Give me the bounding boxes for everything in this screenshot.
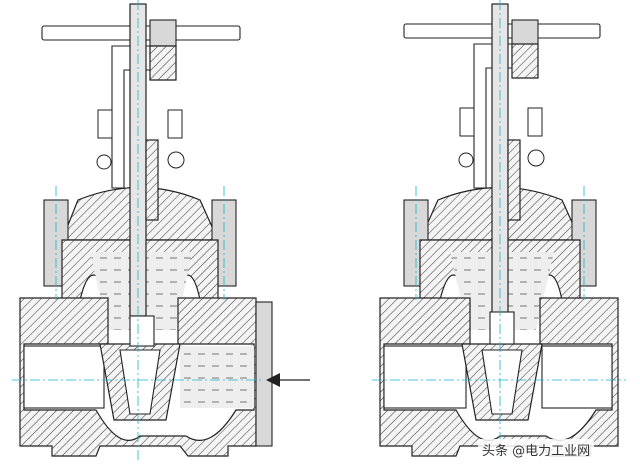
left-outlet-flange — [255, 301, 273, 447]
left-packing — [145, 139, 159, 221]
watermark-text: 头条 @电力工业网 — [478, 438, 595, 460]
left-outlet-liquid — [180, 346, 254, 408]
right-wedge-core — [481, 349, 523, 415]
left-stem-coupling — [129, 315, 155, 347]
right-gland-bolt-right — [527, 107, 543, 137]
right-gate-valve — [372, 0, 626, 462]
left-arrow-icon — [266, 373, 280, 387]
right-inlet-passage — [383, 345, 467, 409]
left-yoke-nut — [149, 45, 177, 81]
right-gland-eye-right — [527, 149, 545, 167]
left-inlet-passage — [23, 345, 105, 409]
left-gland-bolt-right — [167, 109, 183, 139]
right-stem-coupling — [489, 311, 515, 345]
right-gland-eye-left — [458, 152, 474, 168]
right-handwheel-hub — [511, 19, 539, 47]
left-gland-eye-right — [167, 151, 185, 169]
right-yoke-nut — [511, 43, 539, 79]
right-outlet-passage — [541, 345, 613, 409]
left-handwheel-hub — [149, 19, 177, 47]
left-gate-valve — [12, 0, 310, 462]
watermark: 头条 @电力工业网 — [478, 436, 595, 462]
left-gland-bolt-left — [97, 109, 113, 139]
left-valve-body — [19, 297, 257, 457]
left-wedge-core — [119, 349, 161, 415]
left-gland-eye-left — [96, 154, 112, 170]
right-packing — [507, 139, 521, 221]
right-gland-bolt-left — [459, 107, 475, 137]
